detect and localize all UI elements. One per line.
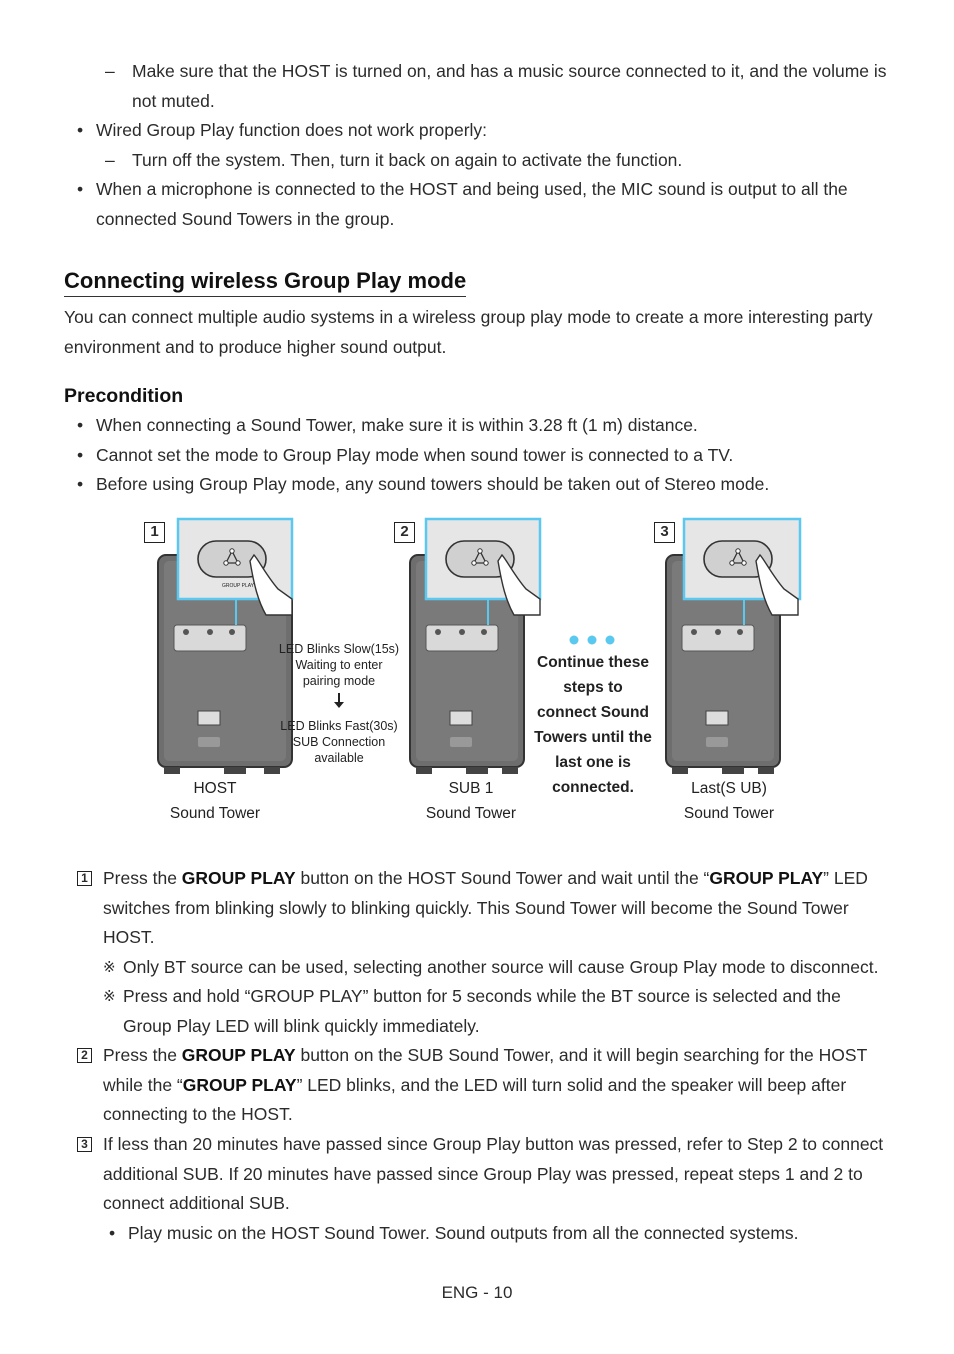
step-number-3: 3 — [77, 1137, 92, 1152]
bullet-marker: • — [77, 445, 84, 465]
tower-caption-2-line1: SUB 1 — [448, 780, 494, 797]
note-text: Only BT source can be used, selecting an… — [123, 957, 879, 977]
continue-line3: connect Sound — [537, 704, 649, 721]
bullet-marker: • — [109, 1223, 116, 1243]
group-play-button-label: GROUP PLAY — [221, 583, 255, 589]
bullet-marker: • — [77, 179, 84, 199]
step-badge-2: 2 — [394, 522, 415, 543]
continue-line4: Towers until the — [534, 729, 652, 746]
intro-bullet-text: When a microphone is connected to the HO… — [96, 179, 848, 229]
step-2: 2 Press the GROUP PLAY button on the SUB… — [77, 1041, 892, 1130]
sub1-tower-illustration — [409, 517, 542, 774]
tower-caption-2-line2: Sound Tower — [425, 805, 517, 822]
step-1: 1 Press the GROUP PLAY button on the HOS… — [77, 864, 892, 953]
tower-caption-1-line2: Sound Tower — [169, 805, 261, 822]
intro-dash-item: – Turn off the system. Then, turn it bac… — [105, 146, 895, 176]
continue-line2: steps to — [563, 679, 623, 696]
step-3: 3 If less than 20 minutes have passed si… — [77, 1130, 892, 1219]
section-title: Connecting wireless Group Play mode — [64, 266, 467, 297]
precondition-item: • Before using Group Play mode, any soun… — [77, 470, 887, 500]
led-fast-line2: SUB Connection — [292, 735, 386, 749]
step-badge-1: 1 — [144, 522, 165, 543]
dots-icon — [569, 635, 615, 645]
host-tower-illustration — [157, 517, 294, 774]
intro-dash-item: – Make sure that the HOST is turned on, … — [105, 57, 895, 116]
step-1-note: ※ Press and hold “GROUP PLAY” button for… — [103, 982, 893, 1041]
dash-marker: – — [105, 150, 115, 170]
led-slow-line3: pairing mode — [302, 674, 376, 688]
step-number-2: 2 — [77, 1048, 92, 1063]
note-text: Press and hold “GROUP PLAY” button for 5… — [123, 986, 841, 1036]
precondition-text: When connecting a Sound Tower, make sure… — [96, 415, 698, 435]
step-3-bullet-text: Play music on the HOST Sound Tower. Soun… — [128, 1223, 799, 1243]
led-slow-line1: LED Blinks Slow(15s) — [278, 642, 400, 656]
precondition-text: Cannot set the mode to Group Play mode w… — [96, 445, 734, 465]
continue-line5: last one is — [555, 754, 631, 771]
continue-line6: connected. — [552, 779, 634, 796]
note-mark: ※ — [103, 959, 116, 976]
step-3-bullet: • Play music on the HOST Sound Tower. So… — [109, 1219, 889, 1249]
arrow-down-icon — [334, 693, 344, 708]
step-3-text: If less than 20 minutes have passed sinc… — [103, 1134, 884, 1214]
bullet-marker: • — [77, 474, 84, 494]
intro-dash-text: Make sure that the HOST is turned on, an… — [132, 61, 887, 111]
page-number: ENG - 10 — [441, 1283, 513, 1302]
dash-marker: – — [105, 61, 115, 81]
step-badge-3: 3 — [654, 522, 675, 543]
led-fast-line1: LED Blinks Fast(30s) — [280, 719, 398, 733]
precondition-text: Before using Group Play mode, any sound … — [96, 474, 770, 494]
bullet-marker: • — [77, 120, 84, 140]
intro-dash-text: Turn off the system. Then, turn it back … — [132, 150, 683, 170]
precondition-item: • Cannot set the mode to Group Play mode… — [77, 441, 887, 471]
step-number-1: 1 — [77, 871, 92, 886]
note-mark: ※ — [103, 988, 116, 1005]
precondition-item: • When connecting a Sound Tower, make su… — [77, 411, 887, 441]
led-fast-line3: available — [314, 751, 364, 765]
intro-bullet-item: • Wired Group Play function does not wor… — [77, 116, 887, 146]
section-description: You can connect multiple audio systems i… — [64, 307, 873, 357]
last-sub-tower-illustration — [665, 517, 802, 774]
tower-caption-1-line1: HOST — [193, 780, 237, 797]
led-slow-line2: Waiting to enter — [295, 658, 383, 672]
intro-bullet-text: Wired Group Play function does not work … — [96, 120, 488, 140]
tower-caption-3-line2: Sound Tower — [683, 805, 775, 822]
step-1-note: ※ Only BT source can be used, selecting … — [103, 953, 893, 983]
bullet-marker: • — [77, 415, 84, 435]
step-1-text: Press the GROUP PLAY button on the HOST … — [103, 868, 868, 948]
tower-caption-3-line1: Last(S UB) — [691, 780, 767, 797]
step-2-text: Press the GROUP PLAY button on the SUB S… — [103, 1045, 867, 1125]
continue-line1: Continue these — [537, 654, 649, 671]
intro-bullet-item: • When a microphone is connected to the … — [77, 175, 887, 234]
group-play-diagram: 1 GROUP PLAY LED Blinks Slow(15s) Waitin… — [140, 515, 820, 835]
precondition-title: Precondition — [64, 385, 184, 407]
